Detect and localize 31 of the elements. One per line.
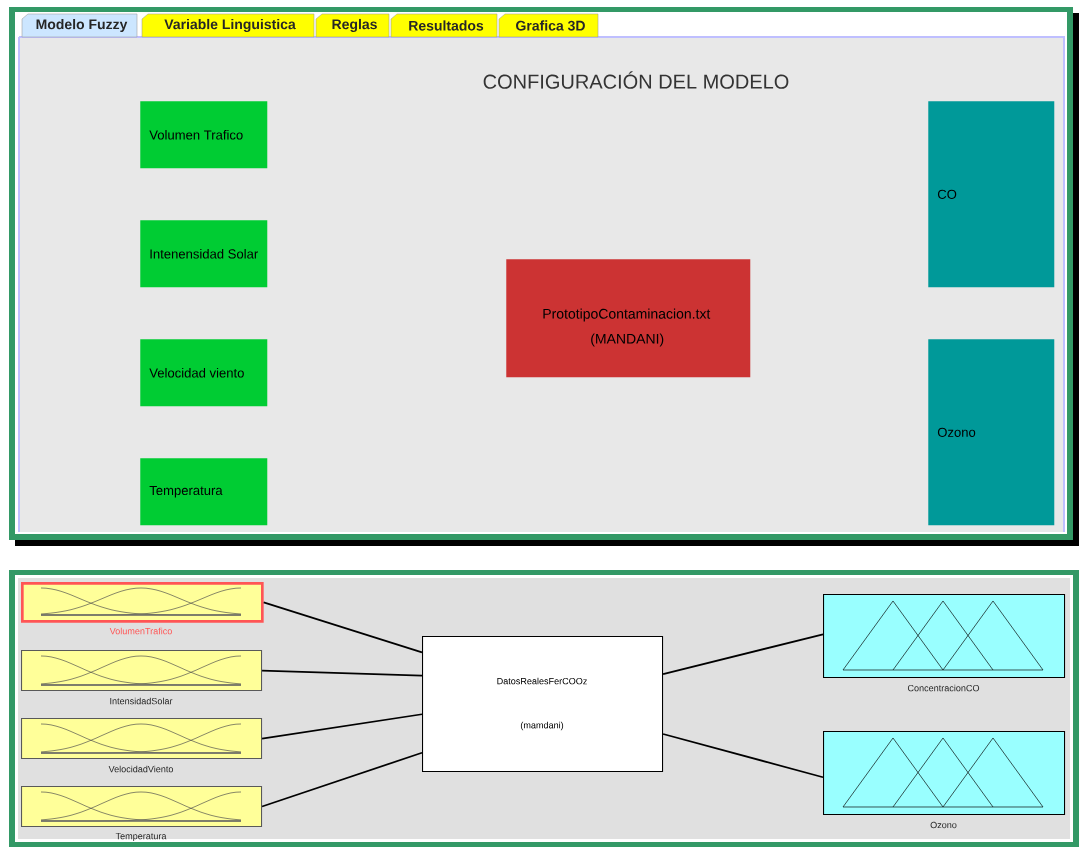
title: CONFIGURACIÓN DEL MODELO [483, 71, 789, 89]
connector-line [261, 713, 423, 740]
membership-plot [21, 582, 264, 623]
membership-plot [21, 786, 263, 828]
model-box: PrototipoContaminacion.txt (MANDANI) [506, 259, 751, 378]
tab: Modelo Fuzzy [21, 13, 138, 38]
output-box: CO [928, 101, 1055, 288]
variable-name: Temperatura [115, 832, 167, 842]
variable-name: VolumenTrafico [109, 627, 172, 635]
input-box: Velocidad viento [140, 339, 268, 407]
tab: Resultados [390, 13, 498, 38]
variable-name: IntensidadSolar [110, 697, 173, 705]
membership-plot [21, 650, 263, 692]
variable-name: ConcentracionCO [907, 684, 980, 692]
tab: Reglas [315, 13, 390, 38]
variable-name: VelocidadViento [108, 765, 174, 773]
connector-line [261, 751, 423, 808]
system-box: DatosRealesFerCOOz (mamdani) [422, 636, 664, 773]
connector-line [261, 669, 423, 677]
connector-line [662, 633, 824, 675]
input-box: Volumen Trafico [140, 101, 268, 169]
input-box: Temperatura [140, 458, 268, 526]
output-box: Ozono [928, 339, 1055, 526]
tab: Grafica 3D [498, 13, 599, 38]
input-box: Intenensidad Solar [140, 220, 268, 288]
membership-plot [21, 718, 263, 760]
connector-line [262, 601, 423, 654]
variable-name: Ozono [930, 821, 957, 829]
connector-line [662, 733, 824, 779]
membership-plot [823, 594, 1066, 679]
membership-plot [823, 731, 1066, 816]
